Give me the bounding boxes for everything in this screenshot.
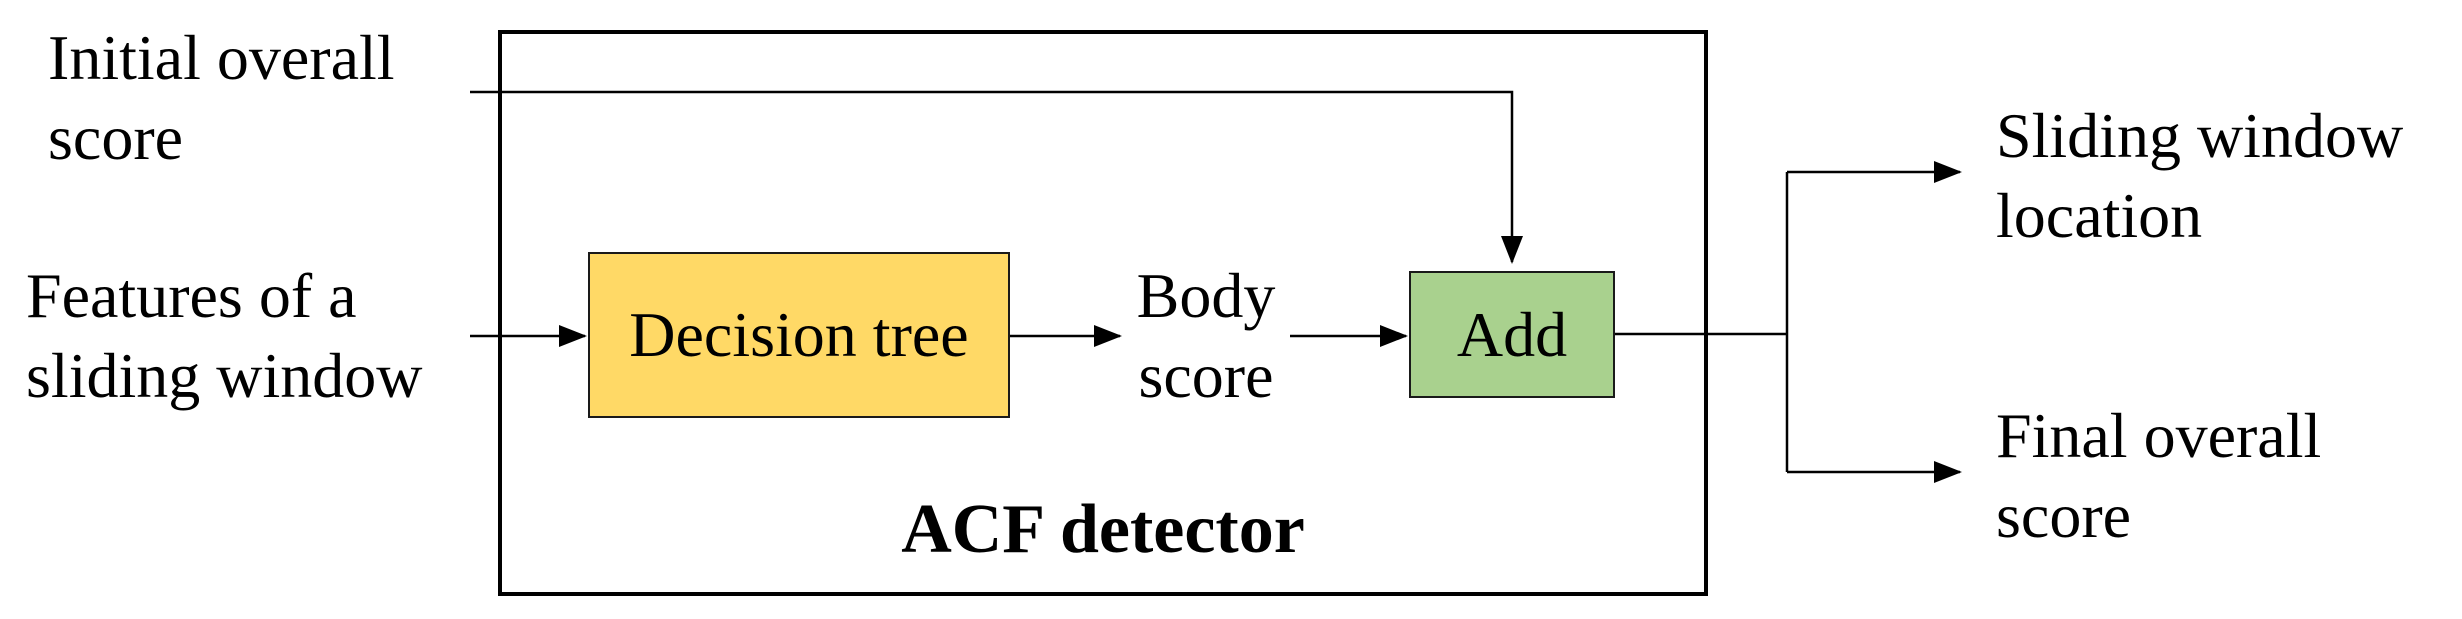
initial-score-line-2: score bbox=[48, 102, 184, 173]
location-line-2: location bbox=[1996, 180, 2203, 251]
final-score-line-1: Final overall bbox=[1996, 400, 2322, 471]
decision-tree-label: Decision tree bbox=[629, 299, 969, 370]
final-score-label: Final overall score bbox=[1996, 396, 2321, 556]
initial-score-label: Initial overall score bbox=[48, 18, 395, 178]
arrow-initial-score-to-add bbox=[470, 90, 1523, 264]
body-score-line-1: Body bbox=[1136, 260, 1276, 331]
location-line-1: Sliding window bbox=[1996, 100, 2404, 171]
add-box: Add bbox=[1409, 271, 1615, 398]
body-score-line-2: score bbox=[1138, 340, 1274, 411]
features-label: Features of a sliding window bbox=[26, 256, 422, 416]
acf-detector-title: ACF detector bbox=[901, 491, 1305, 568]
features-line-2: sliding window bbox=[26, 340, 423, 411]
decision-tree-box: Decision tree bbox=[588, 252, 1010, 418]
add-label: Add bbox=[1456, 298, 1568, 370]
final-score-line-2: score bbox=[1996, 480, 2132, 551]
acf-detector-box bbox=[498, 30, 1708, 596]
body-score-label: Body score bbox=[1126, 256, 1286, 416]
features-line-1: Features of a bbox=[26, 260, 357, 331]
initial-score-line-1: Initial overall bbox=[48, 22, 395, 93]
location-label: Sliding window location bbox=[1996, 96, 2403, 256]
